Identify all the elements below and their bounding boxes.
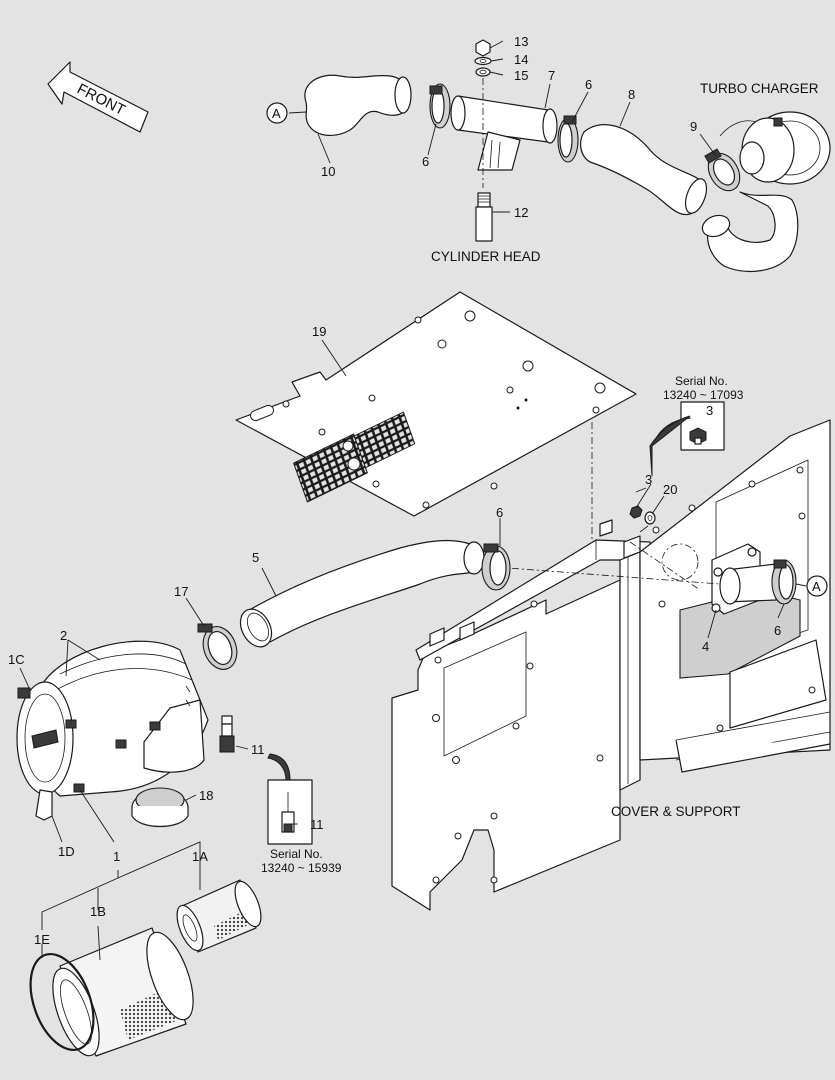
pn-20: 20 [663, 482, 677, 497]
pn-19: 19 [312, 324, 326, 339]
leader-lines [19, 40, 807, 961]
serial-range-part-3: 13240 ~ 17093 [663, 388, 744, 402]
callout-a-right: A [806, 575, 828, 597]
pn-6-right: 6 [774, 623, 781, 638]
hose-clamp-6-top-right [557, 115, 579, 163]
pn-2: 2 [60, 628, 67, 643]
pn-3-inset: 3 [706, 403, 713, 418]
cover-support-caption: COVER & SUPPORT [611, 804, 741, 819]
pn-17: 17 [174, 584, 188, 599]
hose-clamp-9 [704, 148, 741, 192]
turbo-charger-caption: TURBO CHARGER [700, 81, 819, 96]
cover-and-support-frame [391, 419, 831, 911]
pn-5: 5 [252, 550, 259, 565]
serial-label-part-11: Serial No. [270, 847, 323, 861]
pn-14: 14 [514, 52, 528, 67]
safety-filter-1A [176, 879, 262, 953]
pn-1A: 1A [192, 849, 208, 864]
hose-clamp-6-top-left [429, 83, 451, 129]
callout-a-left-label: A [272, 106, 281, 121]
pn-11-inset: 11 [310, 817, 324, 832]
pn-1: 1 [113, 849, 120, 864]
pn-4: 4 [702, 639, 709, 654]
intake-adapter-4 [711, 543, 797, 615]
pn-1E: 1E [34, 932, 50, 947]
pn-12: 12 [514, 205, 528, 220]
o-ring-1E [29, 952, 95, 1052]
air-hose-5 [239, 539, 721, 648]
pn-6-middle: 6 [496, 505, 503, 520]
rubber-cap-18 [131, 787, 189, 827]
main-filter-1B [52, 927, 194, 1057]
callout-a-left: A [266, 102, 288, 124]
pn-1B: 1B [90, 904, 106, 919]
cylinder-head-caption: CYLINDER HEAD [431, 249, 541, 264]
pn-9: 9 [690, 119, 697, 134]
restriction-sensor-11 [219, 715, 235, 753]
callout-a-right-label: A [812, 579, 821, 594]
serial-inset-part-3 [649, 401, 725, 477]
screw-3-and-washer-20 [629, 505, 656, 525]
serial-inset-part-11 [267, 753, 313, 845]
air-cleaner-housing-2 [16, 640, 209, 821]
part-number-labels: 13 14 15 7 6 8 9 6 10 12 19 3 3 20 6 5 1… [8, 34, 781, 947]
pn-13: 13 [514, 34, 528, 49]
front-arrow: FRONT [47, 61, 149, 133]
pn-18: 18 [199, 788, 213, 803]
pn-3: 3 [645, 472, 652, 487]
metal-pipe-7 [450, 95, 558, 171]
serial-range-part-11: 13240 ~ 15939 [261, 861, 342, 875]
cover-plate-19 [235, 291, 637, 540]
hose-clamp-17 [197, 623, 238, 670]
pn-7: 7 [548, 68, 555, 83]
pn-6-top-left: 6 [422, 154, 429, 169]
pn-6-top-right: 6 [585, 77, 592, 92]
pn-15: 15 [514, 68, 528, 83]
hose-clamp-6-middle [481, 543, 511, 591]
serial-label-part-3: Serial No. [675, 374, 728, 388]
pn-11: 11 [251, 742, 265, 757]
pn-1C: 1C [8, 652, 25, 667]
hose-8 [580, 124, 708, 216]
pn-1D: 1D [58, 844, 75, 859]
hose-10 [304, 74, 412, 136]
pn-10: 10 [321, 164, 335, 179]
turbo-charger [701, 111, 831, 273]
stud-bolt-12 [475, 192, 493, 242]
pn-8: 8 [628, 87, 635, 102]
